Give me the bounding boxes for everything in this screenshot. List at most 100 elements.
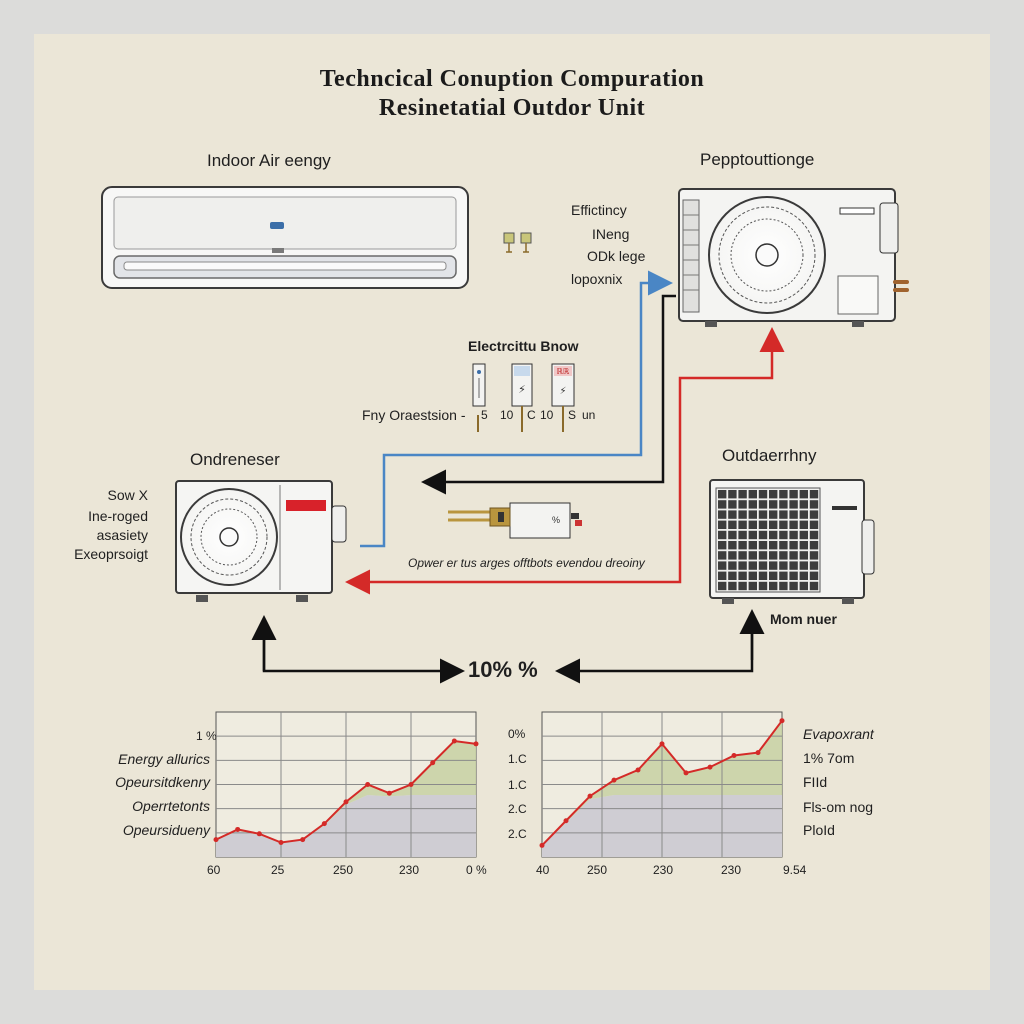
grille-cell [809,551,819,560]
grille-cell [769,571,778,580]
title-line-2: Resinetatial Outdor Unit [378,95,646,121]
condenser-label: Ondreneser [190,450,280,469]
cool-refrigerant-line [360,270,673,548]
grille-cell [779,510,788,519]
outdoor-note-1: Effictincy [571,202,627,218]
outdoor-right-label: Outdaerrhny [722,446,817,465]
outdoor-note-2: INeng [592,226,630,242]
data-point [563,818,569,824]
outdoor-note-4: lopoxnix [571,271,623,287]
grille-cell [718,561,727,570]
grille-cell [748,500,757,509]
indoor-logo-icon [270,222,284,229]
grille-cell [779,571,788,580]
grille-cell [789,490,798,499]
title-line-1: Techncical Conuption Compuration [319,66,705,92]
grille-cell [748,551,757,560]
grille-cell [799,500,808,509]
grille-cell [779,541,788,550]
chart1-xtick-3: 250 [333,863,354,877]
grille-cell [738,500,747,509]
data-point [635,767,641,773]
sensor-icons [503,232,532,253]
chart2-xtick-2: 250 [587,863,608,877]
grille-cell [789,510,798,519]
grille-cell [789,571,798,580]
grille-cell [799,530,808,540]
chart2-legend-5: PloId [803,822,835,838]
grille-cell [809,541,819,550]
data-point [300,837,306,843]
grille-cell [799,571,808,580]
power-note: Opwer er tus arges offtbots evendou dreo… [408,556,645,570]
grille-cell [748,571,757,580]
grille-cell [718,510,727,519]
grille-cell [718,490,727,499]
grille-cell [769,530,778,540]
grille-cell [748,581,757,591]
grille-cell [738,581,747,591]
cycle-label: 10% % [468,657,538,682]
hot-refrigerant-line [350,327,785,584]
indoor-ac-unit [101,186,469,289]
indoor-label: Indoor Air eengy [207,151,331,170]
grille-cell [758,571,768,580]
grille-cell [799,520,808,529]
grille-cell [748,561,757,570]
grille-cell [809,520,819,529]
data-point [321,821,327,827]
chart2-xtick-3: 230 [653,863,674,877]
grille-cell [809,581,819,591]
chart1-ytick: 1 % [196,729,217,743]
grille-cell [718,520,727,529]
grille-cell [769,581,778,591]
grille-cell [758,541,768,550]
outdoor-unit-top [678,188,909,327]
marker-10b: 10 [540,408,554,422]
marker-un: un [582,408,596,422]
grille-cell [758,581,768,591]
grille-cell [779,520,788,529]
data-point [213,837,219,843]
meter-symbol-2: ℝℝ [557,367,570,376]
grille-cell [758,510,768,519]
electric-label: Electrcittu Bnow [468,338,579,354]
grille-cell [809,561,819,570]
outdoor-note-3: ODk lege [587,248,646,264]
grille-cell [779,500,788,509]
chart2-xtick-1: 40 [536,863,550,877]
data-point [256,831,262,837]
grille-cell [809,571,819,580]
grille-cell [728,490,737,499]
grille-cell [769,561,778,570]
grille-cell [758,490,768,499]
connector-symbol: % [552,515,560,525]
condenser-note-1: Sow X [107,487,148,503]
chart1-xtick-1: 60 [207,863,221,877]
grille-cell [779,490,788,499]
grille-cell [779,551,788,560]
chart2-legend-3: FIId [803,774,828,790]
grille-cell [789,530,798,540]
chart1-xtick-4: 230 [399,863,420,877]
grille-cell [728,571,737,580]
grille-cell [769,520,778,529]
electric-left-label: Fny Oraestsion - [362,407,466,423]
condenser-note-4: Exeoprsoigt [74,546,148,562]
grille-cell [718,581,727,591]
grille-cell [748,541,757,550]
data-point [611,777,617,783]
grille-cell [728,561,737,570]
grille-cell [728,581,737,591]
grille-cell [809,500,819,509]
grille-cell [748,510,757,519]
grille-cell [738,571,747,580]
grille-cell [789,541,798,550]
grille-cell [789,551,798,560]
return-flow-arrow [421,294,676,495]
grille-cell [769,541,778,550]
grille-cell [728,551,737,560]
grille-cell [728,520,737,529]
grille-cell [779,561,788,570]
